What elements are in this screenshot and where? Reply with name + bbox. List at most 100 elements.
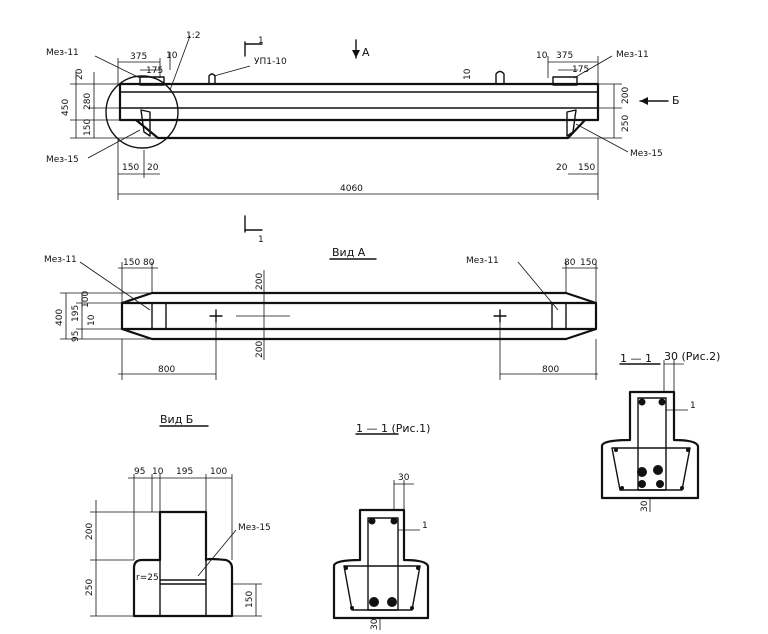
label-mez11-right: Мез-11 xyxy=(616,50,649,60)
vidB-dim-95: 95 xyxy=(134,467,145,477)
section-1-1-fig1: 1 — 1 (Рис.1) 30 30 1 xyxy=(332,422,430,630)
embedded-plate-right-bottom xyxy=(566,109,577,137)
embedded-plate-left-bottom xyxy=(140,109,151,137)
sec2-mark: 1 xyxy=(690,401,696,411)
rebar xyxy=(368,517,376,525)
dim-175-left: 175 xyxy=(146,66,163,76)
view-label-B: Б xyxy=(672,94,680,107)
label-upl: УП1-10 xyxy=(254,57,287,67)
vidA-title: Вид А xyxy=(332,246,366,259)
leader-upl xyxy=(213,65,251,77)
beam-top-part xyxy=(118,82,600,122)
vidA-dim-150-right: 150 xyxy=(580,258,597,268)
vidB-dim-250: 250 xyxy=(85,579,95,596)
dim-250-right: 250 xyxy=(621,115,631,132)
plan-top-chamfer xyxy=(121,291,597,305)
rebar xyxy=(369,597,379,607)
plan-beam-rect xyxy=(120,301,598,331)
embedded-plate-right xyxy=(552,76,578,86)
rebar xyxy=(620,486,624,490)
vidA-dim-150-left: 150 xyxy=(123,258,140,268)
dim-20-right-bottom: 20 xyxy=(556,163,568,173)
vidA-dim-100: 100 xyxy=(81,291,91,308)
rebar xyxy=(344,566,348,570)
dim-20-left: 20 xyxy=(75,68,85,80)
vidA-dim-200-bottom: 200 xyxy=(255,341,265,358)
vidB-mez15: Мез-15 xyxy=(238,523,271,533)
dim-10-right: 10 xyxy=(536,51,548,61)
section-label-bottom: 1 xyxy=(258,235,264,245)
dim-20-left-bottom: 20 xyxy=(147,163,159,173)
lifting-loop-left xyxy=(208,73,216,85)
leader-vidA-right xyxy=(517,261,559,311)
vidB-title: Вид Б xyxy=(160,413,193,426)
vidA-dim-10: 10 xyxy=(87,314,97,326)
vidB-radius: r=25 xyxy=(136,573,159,583)
leader-mez15-left xyxy=(87,129,141,159)
rebar xyxy=(656,480,664,488)
sec1-dim-30-top: 30 xyxy=(398,473,410,483)
dim-280: 280 xyxy=(83,93,93,110)
vidA-dim-95: 95 xyxy=(71,331,81,342)
rebar xyxy=(658,398,666,406)
label-mez15-left: Мез-15 xyxy=(46,155,79,165)
dim-450: 450 xyxy=(61,99,71,116)
lifting-loop-right xyxy=(495,70,505,85)
rebar xyxy=(638,480,646,488)
vidA-dim-80-left: 80 xyxy=(143,258,155,268)
view-label-A: А xyxy=(362,46,370,59)
rebar xyxy=(686,448,690,452)
dim-10-mid: 10 xyxy=(463,68,473,80)
leader-mez11-left xyxy=(94,55,141,79)
leader-vidA-left xyxy=(79,261,151,311)
vidA-mez11-right: Мез-11 xyxy=(466,256,499,266)
dim-375-right: 375 xyxy=(556,51,573,61)
vidB-dim-200: 200 xyxy=(85,523,95,540)
sec1-mark: 1 xyxy=(422,521,428,531)
sec1-dim-30-bottom: 30 xyxy=(370,618,380,630)
sec2-outline xyxy=(600,390,700,500)
detail-callout-circle xyxy=(105,75,179,149)
dim-150-left-bottom: 150 xyxy=(122,163,139,173)
vidB-dim-10: 10 xyxy=(152,467,164,477)
elevation-view: Мез-11 375 175 10 1:2 1 1 А Б УП1-10 20 … xyxy=(46,31,680,245)
dim-175-right: 175 xyxy=(572,65,589,75)
dim-10-left: 10 xyxy=(166,51,178,61)
plan-bottom-chamfer xyxy=(121,327,597,341)
vidB-dim-100: 100 xyxy=(210,467,227,477)
rebar xyxy=(387,597,397,607)
vidA-dim-200-top: 200 xyxy=(255,273,265,290)
vidA-dim-800-right: 800 xyxy=(542,365,559,375)
label-mez11-left: Мез-11 xyxy=(46,48,79,58)
slope-label: 1:2 xyxy=(186,31,200,41)
vidA-dim-400: 400 xyxy=(55,309,65,326)
vidA-dim-800-left: 800 xyxy=(158,365,175,375)
sec2-dim-30-bottom: 30 xyxy=(640,500,650,512)
rebar xyxy=(410,606,414,610)
sec2-title: 1 — 1 xyxy=(620,352,652,365)
vidB-dim-195: 195 xyxy=(176,467,193,477)
dim-200-right: 200 xyxy=(621,87,631,104)
sec1-outline xyxy=(332,508,430,620)
vidA-dim-80-right: 80 xyxy=(564,258,576,268)
rebar xyxy=(614,448,618,452)
section-label-top: 1 xyxy=(258,36,264,46)
rebar xyxy=(680,486,684,490)
vidA-mez11-left: Мез-11 xyxy=(44,255,77,265)
leader-vidB-mez15 xyxy=(197,529,237,577)
rebar xyxy=(416,566,420,570)
dim-4060: 4060 xyxy=(340,184,363,194)
beam-bottom-part xyxy=(135,119,586,140)
vidA-dim-195: 195 xyxy=(71,305,81,322)
section-1-1-fig2: 1 — 1 30 (Рис.2) 30 1 xyxy=(600,350,720,512)
rebar xyxy=(638,398,646,406)
end-view-B: Вид Б 95 10 195 100 200 250 150 r=25 Мез… xyxy=(85,413,271,618)
rebar xyxy=(390,517,398,525)
sec2-subtitle: 30 (Рис.2) xyxy=(664,350,720,363)
dim-375-left: 375 xyxy=(130,52,147,62)
rebar xyxy=(350,606,354,610)
vidB-outline xyxy=(132,510,234,618)
dim-150-right-bottom: 150 xyxy=(578,163,595,173)
vidB-dim-150: 150 xyxy=(245,591,255,608)
